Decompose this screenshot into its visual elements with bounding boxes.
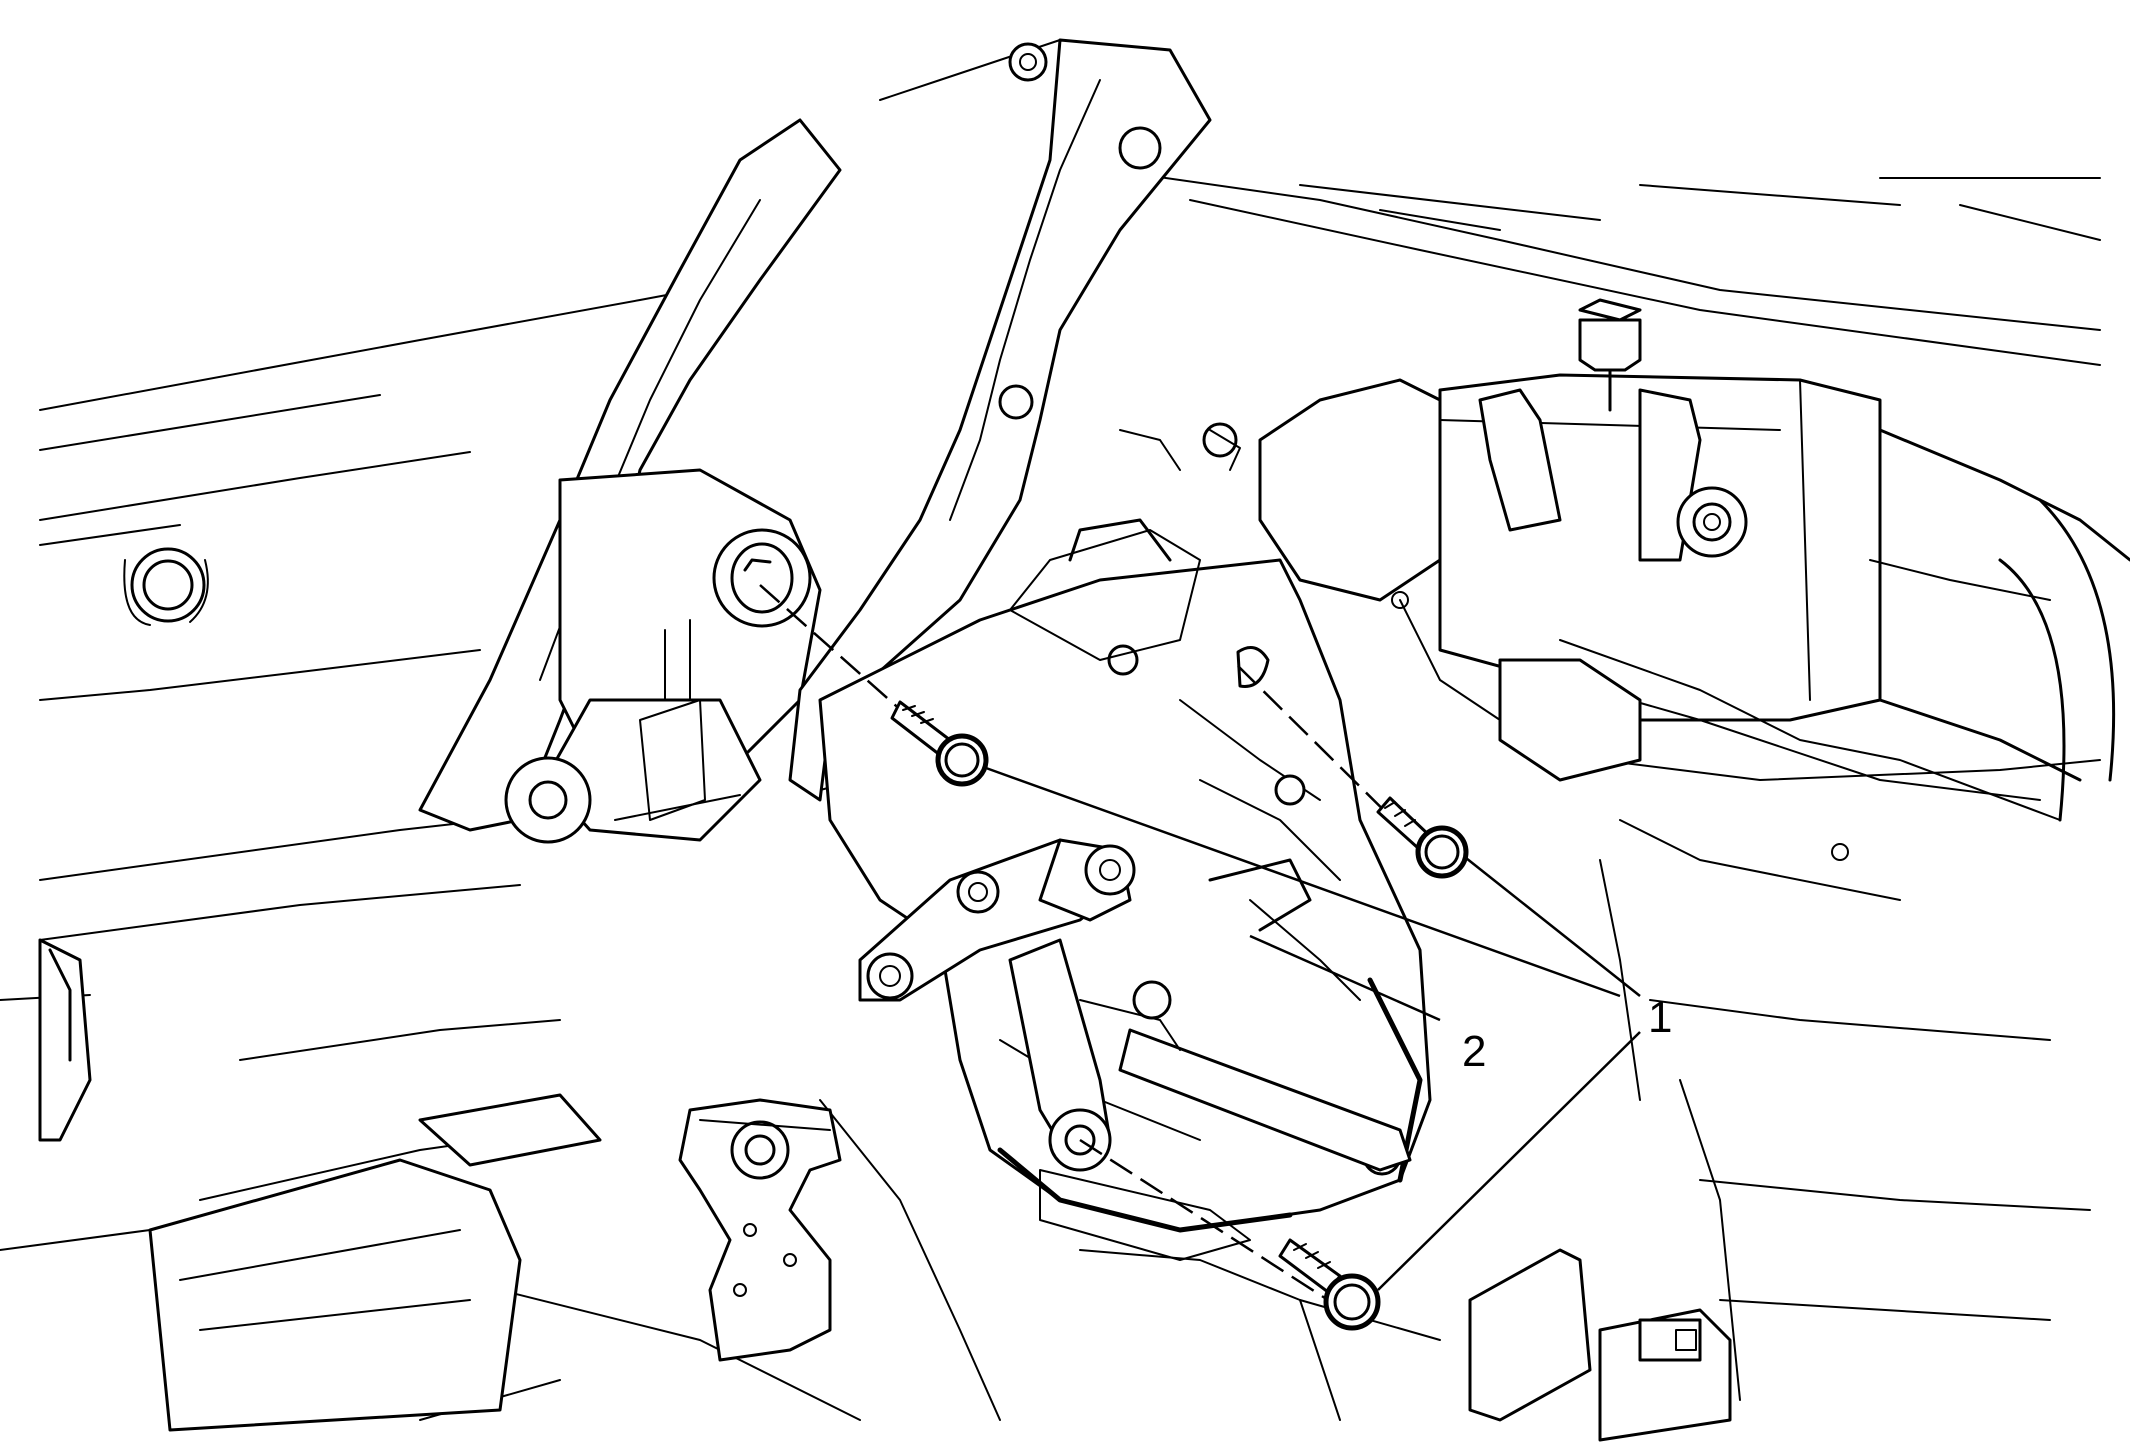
callout-2-label: 2 xyxy=(1462,1027,1486,1076)
left-support-bracket xyxy=(418,118,861,844)
fastener-right xyxy=(1237,665,1469,879)
fastener-upper-left xyxy=(759,584,989,787)
body-panel-lines xyxy=(0,39,2101,1421)
callout-leaders xyxy=(985,766,1641,1291)
pedal-linkage xyxy=(858,774,1412,1172)
right-ducting xyxy=(1559,428,2130,822)
lower-left-bracket xyxy=(678,1098,842,1362)
lower-right-module xyxy=(1468,1248,1732,1442)
left-seat-area xyxy=(38,938,602,1432)
fastener-lower xyxy=(1079,1138,1381,1331)
callout-1-label: 1 xyxy=(1648,993,1672,1042)
left-floor-plug xyxy=(123,547,209,626)
right-bracket xyxy=(1438,298,1882,722)
firewall-detail xyxy=(1119,378,1849,861)
